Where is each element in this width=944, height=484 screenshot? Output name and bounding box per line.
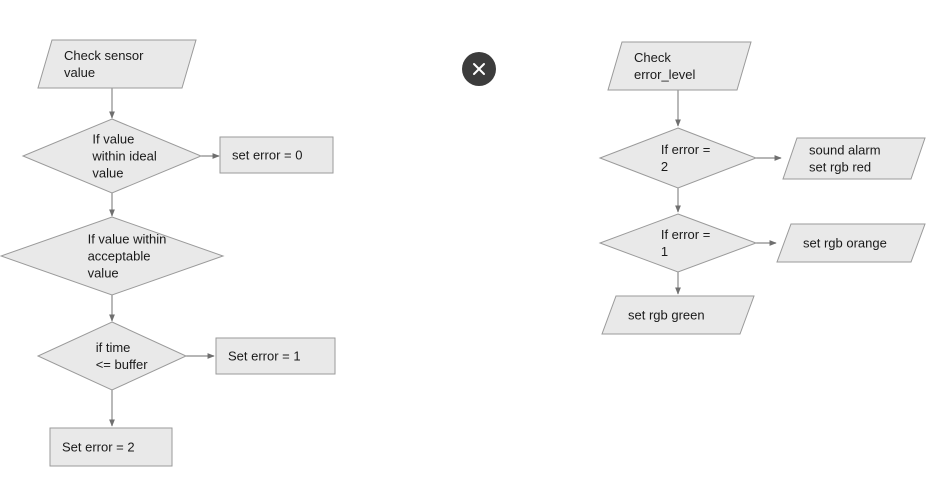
diamond-shape (21, 118, 203, 194)
flow-node-l7[interactable]: Set error = 2 (49, 427, 173, 467)
node-label: value (64, 65, 95, 80)
node-label: Check sensor (64, 48, 144, 63)
flow-node-l3[interactable]: set error = 0 (219, 136, 334, 174)
node-label: sound alarm (809, 142, 881, 157)
diamond-shape (598, 213, 758, 273)
parallelogram-shape (607, 41, 752, 91)
flowchart-nodes: Check sensor value If value within ideal val… (0, 39, 926, 467)
parallelogram-shape (776, 223, 926, 263)
flow-node-r6[interactable]: set rgb green (601, 295, 755, 335)
node-label: set rgb red (809, 159, 871, 174)
close-x-icon (473, 63, 485, 75)
parallelogram-shape (601, 295, 755, 335)
node-label: If error = (661, 142, 711, 157)
node-label: value (92, 165, 123, 180)
flow-node-r5[interactable]: set rgb orange (776, 223, 926, 263)
rect-shape (219, 136, 334, 174)
flow-node-r2[interactable]: If error = 2 (598, 127, 758, 189)
node-label: <= buffer (96, 357, 148, 372)
node-label: Check (634, 50, 671, 65)
flow-node-r1[interactable]: Check error_level (607, 41, 752, 91)
rect-shape (49, 427, 173, 467)
flow-node-l6[interactable]: Set error = 1 (215, 337, 336, 375)
node-label: error_level (634, 67, 696, 82)
flow-node-r4[interactable]: If error = 1 (598, 213, 758, 273)
node-label: set error = 0 (232, 147, 302, 162)
node-label: within ideal (91, 148, 156, 163)
node-label: 1 (661, 244, 668, 259)
node-label: if time (96, 340, 131, 355)
flow-node-r3[interactable]: sound alarm set rgb red (782, 137, 926, 180)
diamond-shape (598, 127, 758, 189)
node-label: acceptable (88, 248, 151, 263)
flow-node-l1[interactable]: Check sensor value (37, 39, 197, 89)
node-label: set rgb orange (803, 235, 887, 250)
flowchart-edges (109, 88, 782, 427)
node-label: Set error = 1 (228, 348, 301, 363)
close-button[interactable] (462, 52, 496, 86)
flow-node-l2[interactable]: If value within ideal value (21, 118, 203, 194)
flow-node-l5[interactable]: if time <= buffer (36, 321, 188, 391)
node-label: If error = (661, 227, 711, 242)
diamond-shape (0, 216, 225, 296)
parallelogram-shape (37, 39, 197, 89)
node-label: If value within (88, 231, 167, 246)
rect-shape (215, 337, 336, 375)
node-label: set rgb green (628, 307, 705, 322)
node-label: If value (92, 131, 134, 146)
diamond-shape (36, 321, 188, 391)
node-label: Set error = 2 (62, 439, 135, 454)
flow-node-l4[interactable]: If value within acceptable value (0, 216, 225, 296)
parallelogram-shape (782, 137, 926, 180)
node-label: 2 (661, 159, 668, 174)
node-label: value (88, 265, 119, 280)
